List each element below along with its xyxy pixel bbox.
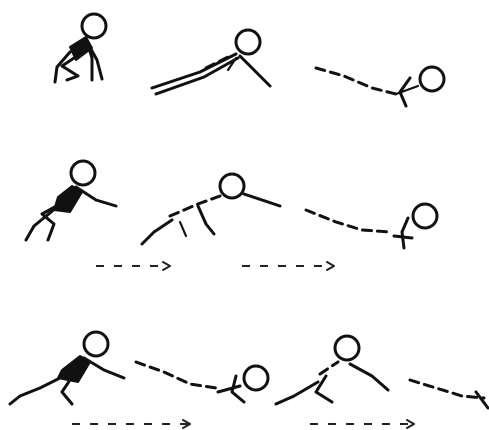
head <box>413 204 437 228</box>
arm <box>402 218 408 248</box>
row-1 <box>55 14 444 106</box>
body-line <box>306 210 390 232</box>
arm <box>84 358 124 378</box>
arm <box>198 206 214 234</box>
figure-tuck <box>410 380 488 408</box>
arm <box>244 194 280 206</box>
figure-tuck <box>306 204 437 248</box>
row-3 <box>10 332 488 428</box>
leg <box>142 220 172 244</box>
body-line <box>136 362 216 388</box>
leg <box>26 208 56 240</box>
direction-arrow <box>72 420 190 428</box>
body-line <box>156 58 238 94</box>
leg <box>62 58 78 80</box>
body-line <box>410 380 484 398</box>
figure-crouch <box>26 161 116 240</box>
leg <box>62 380 72 404</box>
direction-arrow <box>96 262 170 270</box>
leg <box>180 222 186 236</box>
head <box>244 366 268 390</box>
figure-tuck <box>136 362 268 402</box>
head <box>236 30 260 54</box>
head <box>420 67 444 91</box>
figure-crouch <box>10 332 124 404</box>
torso-dash <box>170 196 220 216</box>
direction-arrow <box>310 420 414 428</box>
head <box>82 14 106 38</box>
leg <box>276 382 318 404</box>
figure-tuck <box>316 67 444 106</box>
torso-dash <box>320 362 338 374</box>
direction-arrow <box>242 262 334 270</box>
figure-crouch <box>276 336 388 404</box>
body-line <box>316 68 396 94</box>
row-2 <box>26 161 437 270</box>
leg <box>218 386 240 392</box>
arm <box>240 56 270 86</box>
figure-plank <box>152 30 270 94</box>
figure-crouch <box>55 14 106 82</box>
head <box>335 336 359 360</box>
leg <box>396 86 418 94</box>
figure-plank <box>142 174 280 244</box>
head <box>71 161 95 185</box>
leg <box>316 376 332 402</box>
head <box>84 332 108 356</box>
arm <box>350 364 388 390</box>
leg <box>394 236 412 238</box>
leg <box>10 376 64 404</box>
arm <box>76 187 116 206</box>
head <box>220 174 244 198</box>
arm <box>476 392 488 408</box>
